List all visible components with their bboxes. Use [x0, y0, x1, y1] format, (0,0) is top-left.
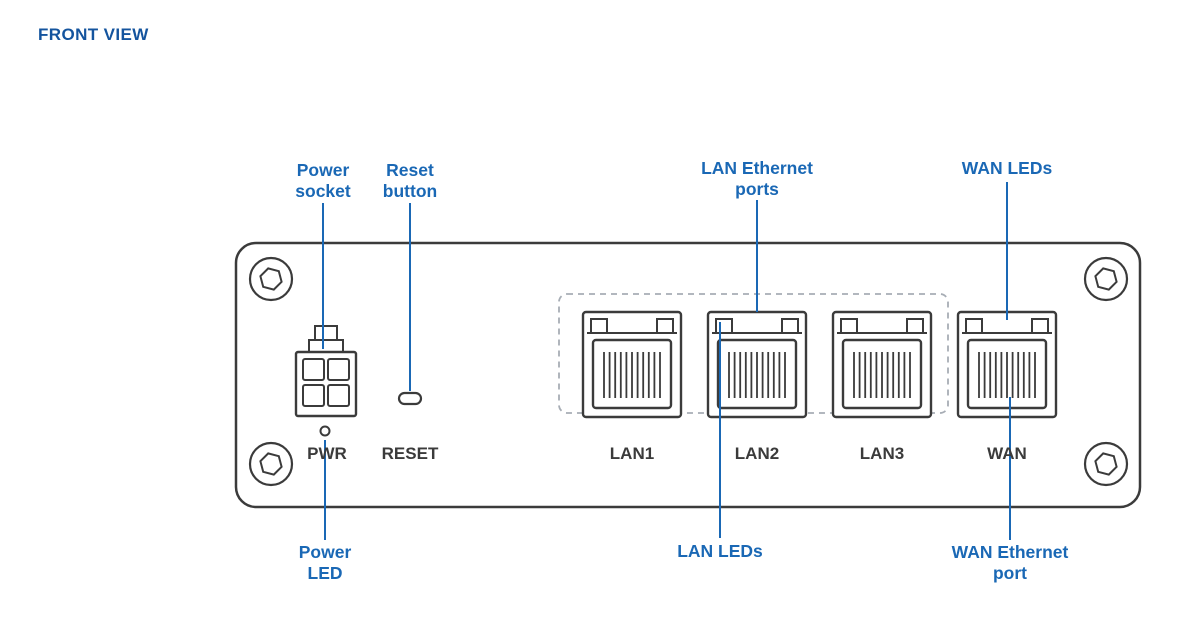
callout-lan-leds: LAN LEDs [677, 541, 763, 561]
lan3-ethernet-port [831, 310, 933, 419]
callout-lines [322, 182, 1011, 540]
screw-icon-bottom-left [248, 441, 294, 487]
lan2-label: LAN2 [735, 444, 779, 463]
lan2-ethernet-port [706, 310, 808, 419]
pwr-label: PWR [307, 444, 347, 463]
power-socket [294, 325, 358, 418]
screw-icon-top-left [248, 256, 294, 302]
screw-icon-top-right [1083, 256, 1129, 302]
wan-label: WAN [987, 444, 1027, 463]
reset-button-pinhole [397, 391, 423, 406]
wan-ethernet-port [956, 310, 1058, 419]
device-body [234, 241, 1142, 509]
panel-labels: PWR RESET LAN1 LAN2 LAN3 WAN [307, 444, 1027, 463]
lan1-label: LAN1 [610, 444, 654, 463]
reset-label: RESET [382, 444, 439, 463]
callout-wan-ethernet-port: WAN Ethernet port [951, 542, 1069, 583]
callout-power-socket: Power socket [295, 160, 351, 201]
page-title: FRONT VIEW [38, 25, 149, 44]
lan3-label: LAN3 [860, 444, 904, 463]
callout-reset-button: Reset button [382, 160, 438, 201]
callout-power-led: Power LED [298, 542, 352, 583]
power-led-indicator [319, 425, 331, 437]
screw-icon-bottom-right [1083, 441, 1129, 487]
lan1-ethernet-port [581, 310, 683, 419]
callout-wan-leds: WAN LEDs [961, 158, 1053, 178]
callout-lan-ethernet-ports: LAN Ethernet ports [701, 158, 813, 199]
